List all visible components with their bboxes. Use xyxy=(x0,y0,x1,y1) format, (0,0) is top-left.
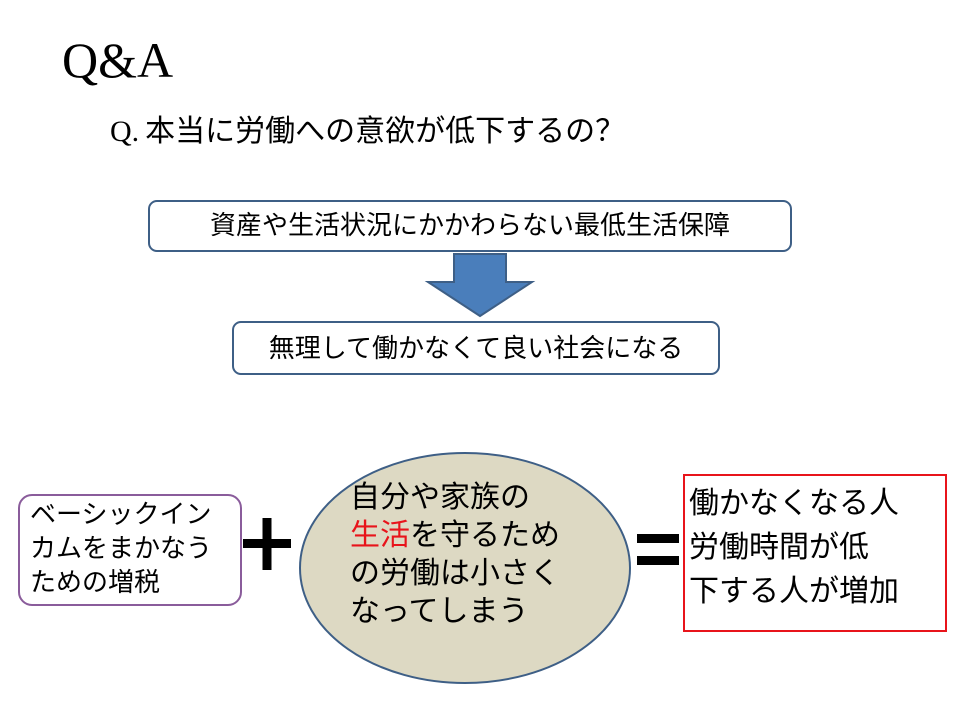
basic-income-tax-box: ベーシックイン カムをまかなう ための増税 xyxy=(18,494,242,606)
result-line-1: 働かなくなる人 xyxy=(689,486,899,521)
ellipse-line-2: 生活を守るため xyxy=(350,517,600,555)
tax-line-1: ベーシックイン xyxy=(30,500,212,530)
no-forced-work-society-box: 無理して働かなくて良い社会になる xyxy=(232,321,720,375)
ellipse-line-4: なってしまう xyxy=(350,594,529,629)
labor-ellipse xyxy=(299,452,631,684)
question-text: 本当に労働への意欲が低下するの？ xyxy=(145,114,626,149)
down-arrow-icon xyxy=(424,253,536,318)
result-line-3: 下する人が増加 xyxy=(689,574,899,609)
slide-title: Q&A xyxy=(62,32,174,88)
highlight-life: 生活 xyxy=(350,518,410,553)
labor-ellipse-text: 自分や家族の 生活を守るため の労働は小さく なってしまう xyxy=(350,479,600,631)
result-line-2: 労働時間が低 xyxy=(689,530,869,565)
question-mark: Q. xyxy=(110,115,140,148)
question: Q.本当に労働への意欲が低下するの？ xyxy=(110,112,625,152)
equals-icon xyxy=(637,534,679,565)
tax-line-2: カムをまかなう xyxy=(30,534,213,564)
result-box: 働かなくなる人 労働時間が低 下する人が増加 xyxy=(683,474,947,632)
minimum-living-guarantee-box: 資産や生活状況にかかわらない最低生活保障 xyxy=(148,200,792,252)
ellipse-line-3: の労働は小さく xyxy=(350,556,560,591)
plus-icon xyxy=(243,518,291,570)
ellipse-line-2-rest: を守るため xyxy=(410,518,560,553)
tax-line-3: ための増税 xyxy=(30,568,161,598)
ellipse-line-1: 自分や家族の xyxy=(350,480,530,515)
